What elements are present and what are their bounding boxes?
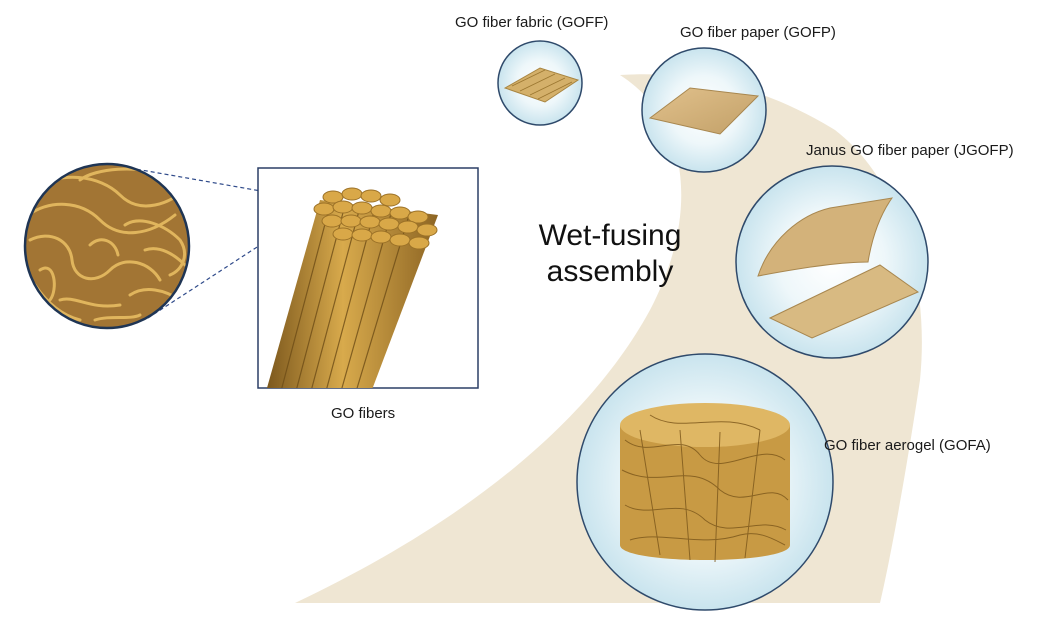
- label-go-fibers: GO fibers: [331, 405, 396, 422]
- gofp-sample: [641, 47, 767, 173]
- gofa-sample: [576, 353, 834, 611]
- jgofp-sample: [735, 165, 929, 359]
- title-line-1: Wet-fusing: [538, 219, 682, 252]
- label-gofp: GO fiber paper (GOFP): [680, 24, 836, 41]
- label-jgofp: Janus GO fiber paper (JGOFP): [806, 142, 1014, 159]
- label-goff: GO fiber fabric (GOFF): [455, 14, 609, 31]
- go-fibers-bundle: [257, 167, 479, 389]
- title-line-2: assembly: [546, 255, 674, 288]
- wet-fusing-title: Wet-fusing assembly: [520, 218, 700, 290]
- zoom-line-bottom: [147, 209, 315, 319]
- zoom-line-top: [129, 167, 313, 201]
- fiber-cross-section-magnified: [23, 162, 191, 330]
- label-gofa: GO fiber aerogel (GOFA): [824, 437, 991, 454]
- goff-sample: [497, 40, 583, 126]
